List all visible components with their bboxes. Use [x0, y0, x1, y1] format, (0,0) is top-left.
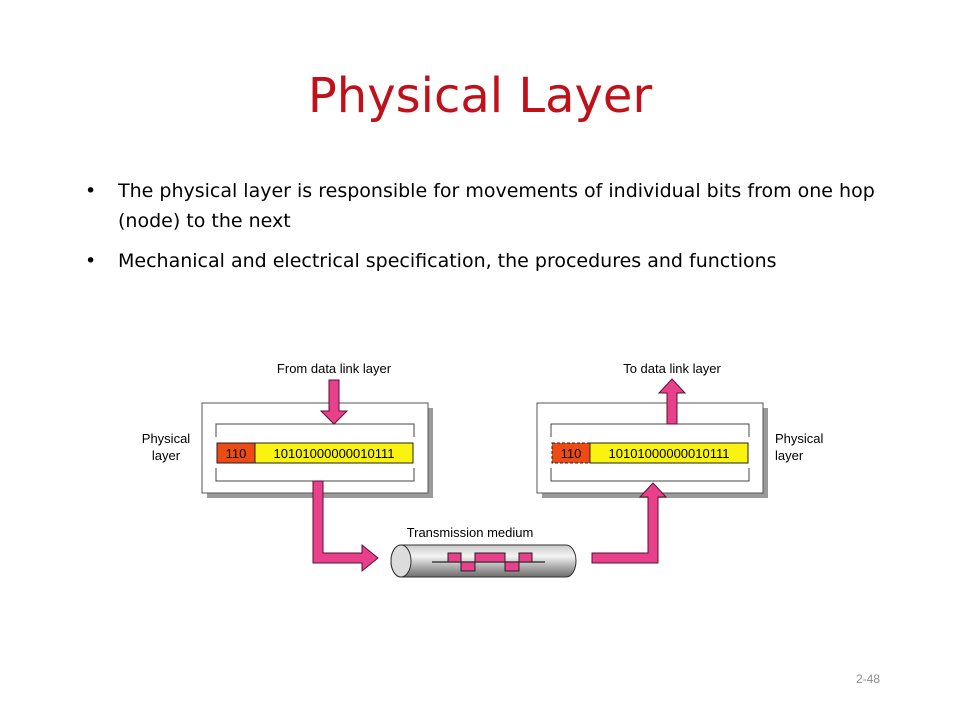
bullet-list: • The physical layer is responsible for …: [85, 176, 905, 286]
bullet-item: • The physical layer is responsible for …: [85, 176, 905, 236]
arrow-from-medium-icon: [591, 482, 668, 564]
bullet-icon: •: [85, 180, 97, 202]
signal-waveform: [432, 552, 545, 572]
right-data-bits: 10101000000010111: [609, 446, 730, 461]
right-data-field: [589, 442, 749, 464]
right-layer-label: layer: [775, 448, 804, 463]
left-physical-label: Physical: [142, 431, 191, 446]
arrow-down-icon: [319, 379, 349, 425]
slide-number: 2-48: [855, 672, 880, 686]
right-physical-label: Physical: [775, 431, 824, 446]
to-data-link-label: To data link layer: [623, 361, 721, 376]
left-data-bits: 10101000000010111: [274, 446, 395, 461]
slide-title: Physical Layer: [307, 68, 653, 124]
bullet-item: • Mechanical and electrical specificatio…: [85, 246, 905, 276]
left-data-field: [254, 442, 414, 464]
bullet-icon: •: [85, 250, 97, 272]
right-header-bits: 110: [561, 446, 582, 461]
arrow-up-icon: [657, 378, 687, 425]
arrow-to-medium-icon: [312, 480, 379, 573]
left-layer-label: layer: [152, 448, 181, 463]
transmission-medium-label: Transmission medium: [407, 525, 534, 540]
from-data-link-label: From data link layer: [277, 361, 392, 376]
left-header-bits: 110: [226, 446, 247, 461]
bullet-text: The physical layer is responsible for mo…: [118, 180, 875, 232]
bullet-text: Mechanical and electrical specification,…: [118, 250, 777, 272]
